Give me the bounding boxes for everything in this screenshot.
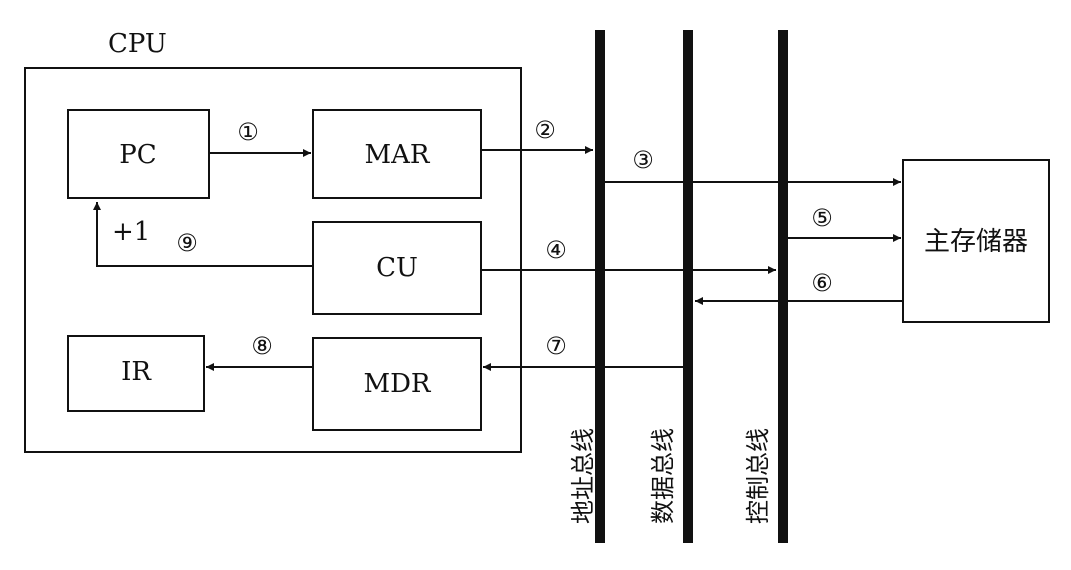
step-1: ① <box>237 118 259 146</box>
cpu-box <box>24 67 522 453</box>
pc-label: PC <box>119 140 156 170</box>
address-bus-label: 地址总线 <box>569 428 597 524</box>
cpu-label: CPU <box>108 29 167 59</box>
cu-unit: CU <box>312 221 482 315</box>
step-3: ③ <box>632 146 654 174</box>
step-4: ④ <box>545 236 567 264</box>
cu-label: CU <box>376 253 418 283</box>
ir-register: IR <box>67 335 205 412</box>
main-memory: 主存储器 <box>902 159 1050 323</box>
step-9: ⑨ <box>176 229 198 257</box>
mar-label: MAR <box>365 140 431 170</box>
main-memory-label: 主存储器 <box>924 227 1028 257</box>
mdr-register: MDR <box>312 337 482 431</box>
arrow-cu-to-pc-increment <box>93 202 313 267</box>
data-bus-label: 数据总线 <box>649 428 677 524</box>
increment-label: +1 <box>112 217 150 247</box>
step-2: ② <box>534 116 556 144</box>
mdr-label: MDR <box>363 369 431 399</box>
pc-register: PC <box>67 109 210 199</box>
data-bus <box>683 30 693 543</box>
address-bus <box>595 30 605 543</box>
mar-register: MAR <box>312 109 482 199</box>
step-8: ⑧ <box>251 332 273 360</box>
control-bus <box>778 30 788 543</box>
step-7: ⑦ <box>545 332 567 360</box>
ir-label: IR <box>121 357 152 387</box>
step-6: ⑥ <box>811 269 833 297</box>
step-5: ⑤ <box>811 204 833 232</box>
control-bus-label: 控制总线 <box>744 428 772 524</box>
